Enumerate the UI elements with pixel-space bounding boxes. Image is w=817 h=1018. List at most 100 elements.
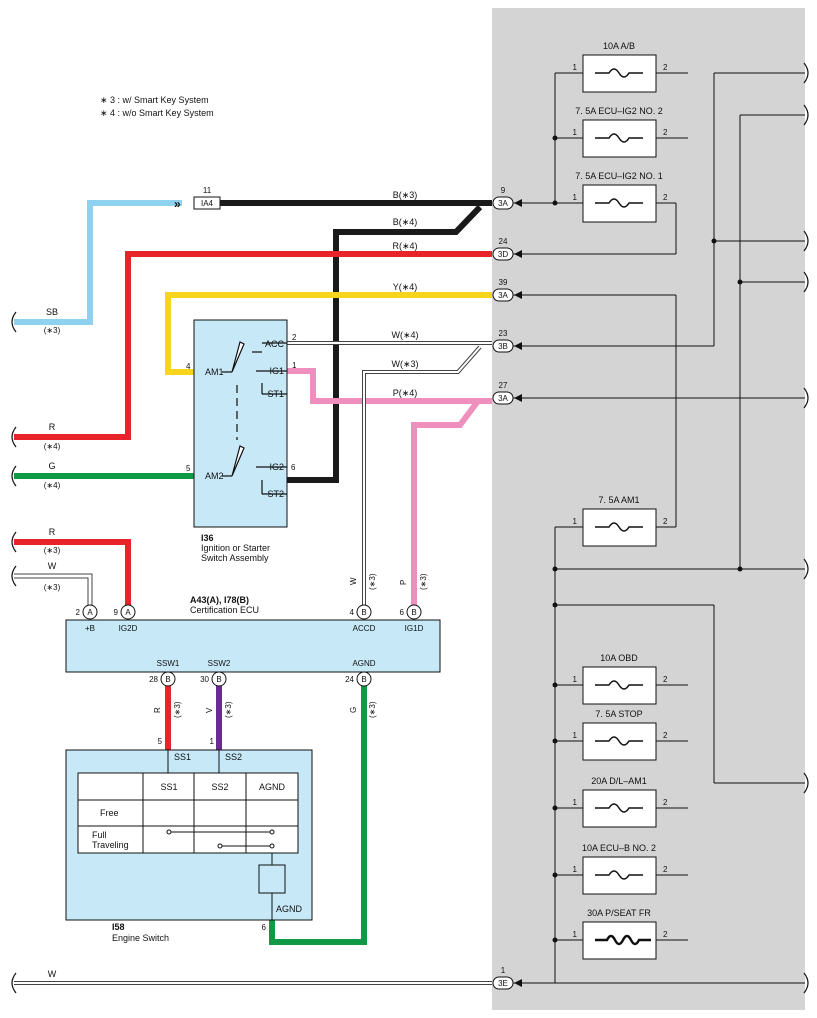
svg-text:30: 30 xyxy=(200,675,209,684)
svg-text:Engine Switch: Engine Switch xyxy=(112,933,169,943)
svg-text:2: 2 xyxy=(292,333,297,342)
svg-text:SS1: SS1 xyxy=(174,752,191,762)
jb-wire-label: R(∗4) xyxy=(392,241,417,251)
svg-text:2: 2 xyxy=(663,930,668,939)
svg-text:AGND: AGND xyxy=(259,782,286,792)
svg-text:SSW1: SSW1 xyxy=(157,659,180,668)
svg-text:Free: Free xyxy=(100,808,119,818)
fuse: 10A OBD 1 2 xyxy=(573,653,668,705)
svg-text:Ignition or Starter: Ignition or Starter xyxy=(201,543,270,553)
left-wire-color: R xyxy=(49,527,56,537)
svg-text:ACCD: ACCD xyxy=(353,624,376,633)
svg-text:2: 2 xyxy=(663,675,668,684)
svg-text:A: A xyxy=(125,608,131,617)
svg-text:1: 1 xyxy=(210,737,215,746)
junction-pin: 11 xyxy=(203,186,212,195)
svg-text:2: 2 xyxy=(663,128,668,137)
svg-text:7. 5A AM1: 7. 5A AM1 xyxy=(598,495,639,505)
ignition-switch: AM1 AM2 ACC IG1 ST1 IG2 ST2 2 1 6 4 5 I3… xyxy=(186,319,297,563)
svg-text:1: 1 xyxy=(573,675,578,684)
svg-text:(∗3): (∗3) xyxy=(368,701,377,718)
jb-pin: 1 xyxy=(501,966,506,975)
svg-text:4: 4 xyxy=(350,608,355,617)
jb-wire-label: P(∗4) xyxy=(393,388,418,398)
svg-text:AM1: AM1 xyxy=(205,367,224,377)
jb-wire-label: B(∗3) xyxy=(393,190,418,200)
jb-conn: 3A xyxy=(498,199,508,208)
svg-text:+B: +B xyxy=(85,624,95,633)
jb-pin: 9 xyxy=(501,186,506,195)
svg-text:1: 1 xyxy=(573,930,578,939)
wire-b-4 xyxy=(287,204,483,483)
svg-text:1: 1 xyxy=(573,128,578,137)
svg-text:A: A xyxy=(87,608,93,617)
svg-text:(∗3): (∗3) xyxy=(224,701,233,718)
svg-text:4: 4 xyxy=(186,362,191,371)
jb-conn: 3B xyxy=(498,342,508,351)
svg-text:2: 2 xyxy=(663,517,668,526)
svg-text:6: 6 xyxy=(291,463,296,472)
svg-text:AGND: AGND xyxy=(276,904,303,914)
left-wire-ends xyxy=(11,311,17,994)
svg-text:1: 1 xyxy=(292,361,297,370)
fuse: 7. 5A STOP 1 2 xyxy=(573,709,668,761)
note-smart-key: ∗ 3 : w/ Smart Key System xyxy=(100,95,209,105)
junction-connector-label: IA4 xyxy=(201,199,214,208)
right-wire-ends xyxy=(803,62,809,994)
svg-text:B: B xyxy=(361,608,366,617)
svg-text:R: R xyxy=(153,707,162,713)
left-wire-color: W xyxy=(48,969,57,979)
svg-text:1: 1 xyxy=(573,731,578,740)
svg-text:10A ECU–B NO. 2: 10A ECU–B NO. 2 xyxy=(582,843,656,853)
svg-text:B: B xyxy=(361,675,366,684)
svg-text:6: 6 xyxy=(262,923,267,932)
wire-sb xyxy=(14,200,182,325)
svg-text:Certification ECU: Certification ECU xyxy=(190,605,259,615)
svg-text:2: 2 xyxy=(663,865,668,874)
svg-text:7. 5A STOP: 7. 5A STOP xyxy=(595,709,642,719)
wire-p-3 xyxy=(411,399,481,605)
svg-text:20A D/L–AM1: 20A D/L–AM1 xyxy=(591,776,647,786)
svg-text:9: 9 xyxy=(114,608,119,617)
svg-text:1: 1 xyxy=(573,63,578,72)
left-wire-note: (∗4) xyxy=(44,442,61,451)
wire-r-4 xyxy=(14,251,492,440)
wire-y-4 xyxy=(165,292,492,375)
svg-text:V: V xyxy=(205,707,214,713)
svg-text:28: 28 xyxy=(149,675,158,684)
left-wire-color: R xyxy=(49,422,56,432)
svg-text:IG1D: IG1D xyxy=(405,624,424,633)
svg-text:(∗3): (∗3) xyxy=(419,573,428,590)
svg-text:B: B xyxy=(216,675,221,684)
svg-text:2: 2 xyxy=(663,193,668,202)
jb-conn: 3A xyxy=(498,291,508,300)
left-wire-note: (∗3) xyxy=(44,326,61,335)
left-wire-note: (∗3) xyxy=(44,583,61,592)
svg-text:G: G xyxy=(349,707,358,713)
svg-text:B: B xyxy=(165,675,170,684)
svg-text:(∗3): (∗3) xyxy=(368,573,377,590)
svg-text:IG2D: IG2D xyxy=(119,624,138,633)
svg-text:AGND: AGND xyxy=(352,659,375,668)
left-wire-note: (∗4) xyxy=(44,481,61,490)
svg-text:7. 5A ECU–IG2 NO. 2: 7. 5A ECU–IG2 NO. 2 xyxy=(575,106,663,116)
fuse: 7. 5A ECU–IG2 NO. 2 1 2 xyxy=(573,106,668,158)
left-wire-color: W xyxy=(48,561,57,571)
svg-text:7. 5A ECU–IG2 NO. 1: 7. 5A ECU–IG2 NO. 1 xyxy=(575,171,663,181)
svg-text:P: P xyxy=(399,580,408,585)
svg-text:B: B xyxy=(411,608,416,617)
svg-text:2: 2 xyxy=(663,798,668,807)
jb-wire-label: W(∗4) xyxy=(391,330,418,340)
svg-text:I36: I36 xyxy=(201,533,214,543)
left-wire-color: SB xyxy=(46,307,58,317)
svg-text:2: 2 xyxy=(663,731,668,740)
svg-text:10A OBD: 10A OBD xyxy=(600,653,638,663)
engine-switch: 5 1 6 SS1 SS2 AGND SS1 SS2 AGND Free xyxy=(65,737,313,943)
jb-conn: 3A xyxy=(498,394,508,403)
